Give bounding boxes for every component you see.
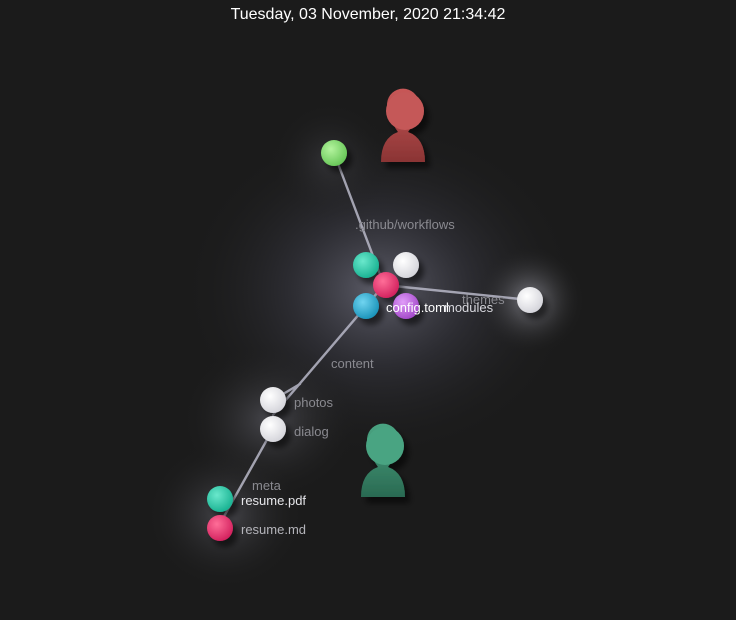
user-red[interactable] [381, 88, 425, 162]
node-pink-root[interactable] [373, 272, 399, 298]
label-config: config.toml [386, 300, 449, 315]
node-teal-root[interactable] [353, 252, 379, 278]
node-resume-pdf[interactable] [207, 486, 233, 512]
node-photos[interactable] [260, 387, 286, 413]
node-config[interactable] [353, 293, 379, 319]
user-head [386, 92, 424, 130]
label-modules: modules [444, 300, 494, 315]
label-dialog: dialog [294, 424, 329, 439]
node-resume-md[interactable] [207, 515, 233, 541]
user-head [366, 427, 404, 465]
file-labels: config.toml modules resume.pdf resume.md [241, 300, 494, 537]
label-content: content [331, 356, 374, 371]
edge-root-themes [382, 283, 532, 302]
node-dialog[interactable] [260, 416, 286, 442]
node-modules[interactable] [393, 293, 419, 319]
graph-nodes[interactable] [207, 140, 543, 541]
label-meta: meta [252, 478, 282, 493]
node-themes[interactable] [517, 287, 543, 313]
graph-edges [220, 151, 532, 522]
label-github-workflows: .github/workflows [355, 217, 455, 232]
label-themes: themes [462, 292, 505, 307]
label-resume-pdf: resume.pdf [241, 493, 306, 508]
node-workflows[interactable] [321, 140, 347, 166]
node-white-root[interactable] [393, 252, 419, 278]
label-photos: photos [294, 395, 334, 410]
date-time-header: Tuesday, 03 November, 2020 21:34:42 [230, 6, 506, 23]
user-green[interactable] [361, 423, 405, 497]
label-resume-md: resume.md [241, 522, 306, 537]
edge-labels: .github/workflows themes content photos … [252, 217, 505, 493]
